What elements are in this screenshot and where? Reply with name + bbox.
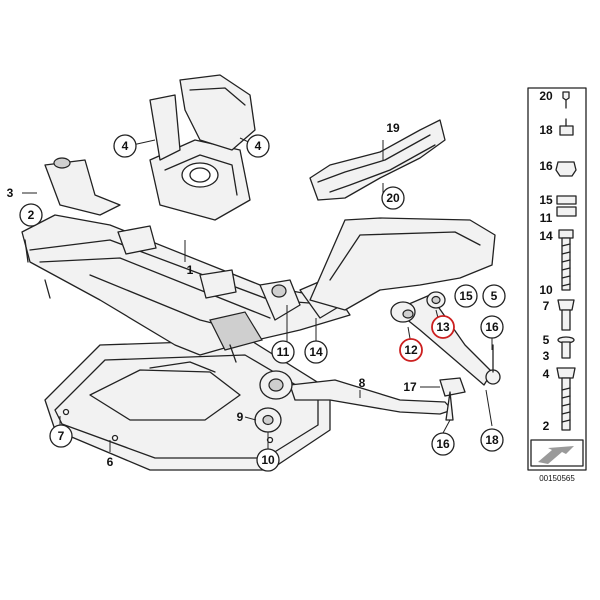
callout-circle — [256, 448, 280, 472]
callout-17: 17 — [403, 380, 417, 394]
callout-number: 9 — [237, 410, 244, 424]
parts-column-number: 20 — [539, 89, 553, 103]
hex-bolt-icon-2 — [557, 299, 575, 311]
hex-bolt-icon — [558, 229, 574, 239]
heat-shield — [309, 119, 446, 201]
callout-circle — [431, 315, 455, 339]
parts-column-number: 2 — [543, 419, 550, 433]
callout-number: 5 — [491, 289, 498, 303]
parts-column-number: 4 — [543, 367, 550, 381]
arrow-icon — [538, 446, 574, 464]
arrow-symbol-frame — [530, 439, 584, 467]
callout-18: 18 — [480, 428, 504, 452]
parts-column-number: 10 — [539, 283, 553, 297]
callout-6: 6 — [107, 455, 114, 469]
callout-number: 12 — [404, 343, 418, 357]
callout-8: 8 — [359, 376, 366, 390]
collar-nut-icon-2 — [556, 206, 577, 217]
callout-circle — [113, 134, 137, 158]
callout-3: 3 — [7, 186, 14, 200]
clip-icon — [562, 91, 570, 101]
front-axle-carrier — [21, 74, 351, 363]
parts-column-number: 15 — [539, 193, 553, 207]
hex-bolt-icon-3 — [556, 367, 576, 379]
parts-column-number: 11 — [540, 211, 553, 225]
callout-number: 18 — [485, 433, 499, 447]
callout-number: 20 — [386, 191, 400, 205]
callout-number: 14 — [309, 345, 323, 359]
callout-number: 7 — [58, 429, 65, 443]
callout-number: 11 — [277, 345, 290, 359]
callout-number: 16 — [436, 437, 450, 451]
callout-12: 12 — [399, 338, 423, 362]
callout-circle — [480, 428, 504, 452]
parts-column-number: 7 — [543, 299, 550, 313]
callout-circle — [49, 424, 73, 448]
callout-14: 14 — [304, 340, 328, 364]
callout-number: 17 — [403, 380, 417, 394]
callout-circle — [480, 315, 504, 339]
callout-number: 6 — [107, 455, 114, 469]
callout-10: 10 — [256, 448, 280, 472]
parts-column-number: 16 — [539, 159, 553, 173]
callout-1: 1 — [187, 263, 194, 277]
callout-16: 16 — [431, 432, 455, 456]
callout-2: 2 — [19, 203, 43, 227]
callout-circle — [454, 284, 478, 308]
callout-number: 4 — [255, 139, 262, 153]
nut-icon — [559, 125, 574, 136]
callout-number: 13 — [436, 320, 450, 334]
callout-number: 16 — [485, 320, 499, 334]
callout-number: 8 — [359, 376, 366, 390]
callout-19: 19 — [386, 121, 400, 135]
parts-column-frame — [527, 87, 587, 471]
callout-number: 3 — [7, 186, 14, 200]
parts-column: 20 18 16 15 11 14 10 7 5 3 4 2 — [527, 87, 587, 483]
callout-circle — [381, 186, 405, 210]
self-locking-nut-icon — [555, 161, 577, 177]
reference-number: 00150565 — [539, 474, 575, 483]
callout-number: 4 — [122, 139, 129, 153]
parts-column-number: 14 — [539, 229, 553, 243]
underbody-shield — [44, 339, 331, 471]
callout-15: 15 — [454, 284, 478, 308]
callout-number: 1 — [187, 263, 194, 277]
callout-20: 20 — [381, 186, 405, 210]
control-arm — [254, 217, 501, 433]
parts-column-number: 3 — [543, 349, 550, 363]
callout-number: 2 — [28, 208, 35, 222]
hardware-icons — [555, 91, 577, 431]
callout-4: 4 — [246, 134, 270, 158]
callout-4: 4 — [113, 134, 137, 158]
callout-9: 9 — [237, 410, 244, 424]
callout-circle — [482, 284, 506, 308]
callout-5: 5 — [482, 284, 506, 308]
callout-7: 7 — [49, 424, 73, 448]
callout-circle — [431, 432, 455, 456]
callout-number: 15 — [459, 289, 473, 303]
callout-13: 13 — [431, 315, 455, 339]
callout-circle — [271, 340, 295, 364]
collar-nut-icon — [556, 195, 577, 205]
parts-column-number: 5 — [543, 333, 550, 347]
callout-number: 10 — [261, 453, 275, 467]
callout-circle — [399, 338, 423, 362]
callout-11: 11 — [271, 340, 295, 364]
callout-circle — [246, 134, 270, 158]
callout-number: 19 — [386, 121, 400, 135]
parts-column-number: 18 — [539, 123, 553, 137]
callout-circle — [304, 340, 328, 364]
callout-circle — [19, 203, 43, 227]
callout-16: 16 — [480, 315, 504, 339]
